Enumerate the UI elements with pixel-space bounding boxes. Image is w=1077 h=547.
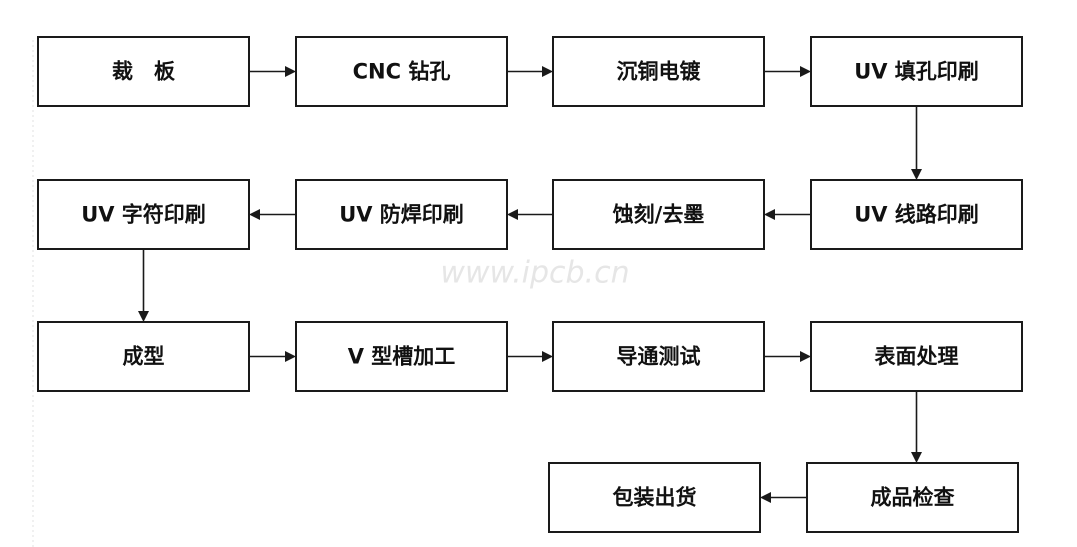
arrow-plating-to-uv-fill (764, 66, 811, 77)
node-box (37, 179, 250, 250)
arrow-head (911, 452, 922, 463)
node-cut: 裁 板 (37, 36, 250, 107)
arrow-head (911, 169, 922, 180)
node-label: 导通测试 (617, 345, 701, 369)
node-uv-mask: UV 防焊印刷 (295, 179, 508, 250)
node-label: 成品检查 (871, 486, 955, 510)
arrows-layer (138, 66, 922, 503)
node-uv-fill: UV 填孔印刷 (810, 36, 1023, 107)
node-label: V 型槽加工 (348, 345, 456, 369)
arrow-e-test-to-surface (764, 351, 811, 362)
node-label: UV 线路印刷 (854, 203, 979, 227)
node-ship: 包装出货 (548, 462, 761, 533)
arrow-cut-to-cnc (249, 66, 296, 77)
node-label: 表面处理 (875, 345, 959, 369)
node-label: UV 字符印刷 (81, 203, 206, 227)
node-box (548, 462, 761, 533)
node-box (295, 179, 508, 250)
arrow-uv-legend-to-forming (138, 249, 149, 322)
node-box (810, 321, 1023, 392)
node-uv-legend: UV 字符印刷 (37, 179, 250, 250)
arrow-uv-mask-to-uv-legend (249, 209, 296, 220)
node-uv-circuit: UV 线路印刷 (810, 179, 1023, 250)
arrow-head (249, 209, 260, 220)
node-label: CNC 钻孔 (353, 60, 451, 84)
arrow-head (542, 66, 553, 77)
node-label: 包装出货 (613, 486, 697, 510)
arrow-head (542, 351, 553, 362)
watermark: www.ipcb.cn (440, 256, 629, 291)
arrow-head (285, 351, 296, 362)
node-v-groove: V 型槽加工 (295, 321, 508, 392)
arrow-v-groove-to-e-test (507, 351, 553, 362)
node-surface: 表面处理 (810, 321, 1023, 392)
arrow-head (800, 66, 811, 77)
arrow-inspect-to-ship (760, 492, 807, 503)
arrow-head (764, 209, 775, 220)
node-label: 蚀刻/去墨 (612, 203, 705, 227)
node-box (295, 36, 508, 107)
arrow-head (760, 492, 771, 503)
node-box (810, 179, 1023, 250)
arrow-uv-circuit-to-etch (764, 209, 811, 220)
arrow-etch-to-uv-mask (507, 209, 553, 220)
node-box (552, 321, 765, 392)
node-box (552, 179, 765, 250)
arrow-forming-to-v-groove (249, 351, 296, 362)
node-label: 沉铜电镀 (617, 60, 702, 84)
node-box (806, 462, 1019, 533)
node-box (37, 36, 250, 107)
node-etch: 蚀刻/去墨 (552, 179, 765, 250)
nodes-layer: 裁 板 CNC 钻孔 沉铜电镀 UV 填孔印刷 UV 线路印刷 蚀刻/去墨 UV 防焊印刷 U… (37, 36, 1023, 533)
node-box (295, 321, 508, 392)
node-box (810, 36, 1023, 107)
node-label: UV 填孔印刷 (854, 60, 979, 84)
arrow-head (138, 311, 149, 322)
arrow-surface-to-inspect (911, 391, 922, 463)
arrow-head (800, 351, 811, 362)
node-plating: 沉铜电镀 (552, 36, 765, 107)
node-forming: 成型 (37, 321, 250, 392)
arrow-cnc-to-plating (507, 66, 553, 77)
node-label: UV 防焊印刷 (339, 203, 464, 227)
node-inspect: 成品检查 (806, 462, 1019, 533)
arrow-head (507, 209, 518, 220)
arrow-uv-fill-to-uv-circuit (911, 106, 922, 180)
node-box (552, 36, 765, 107)
node-box (37, 321, 250, 392)
arrow-head (285, 66, 296, 77)
node-label: 成型 (123, 345, 165, 369)
node-e-test: 导通测试 (552, 321, 765, 392)
node-cnc: CNC 钻孔 (295, 36, 508, 107)
node-label: 裁 板 (112, 60, 176, 84)
